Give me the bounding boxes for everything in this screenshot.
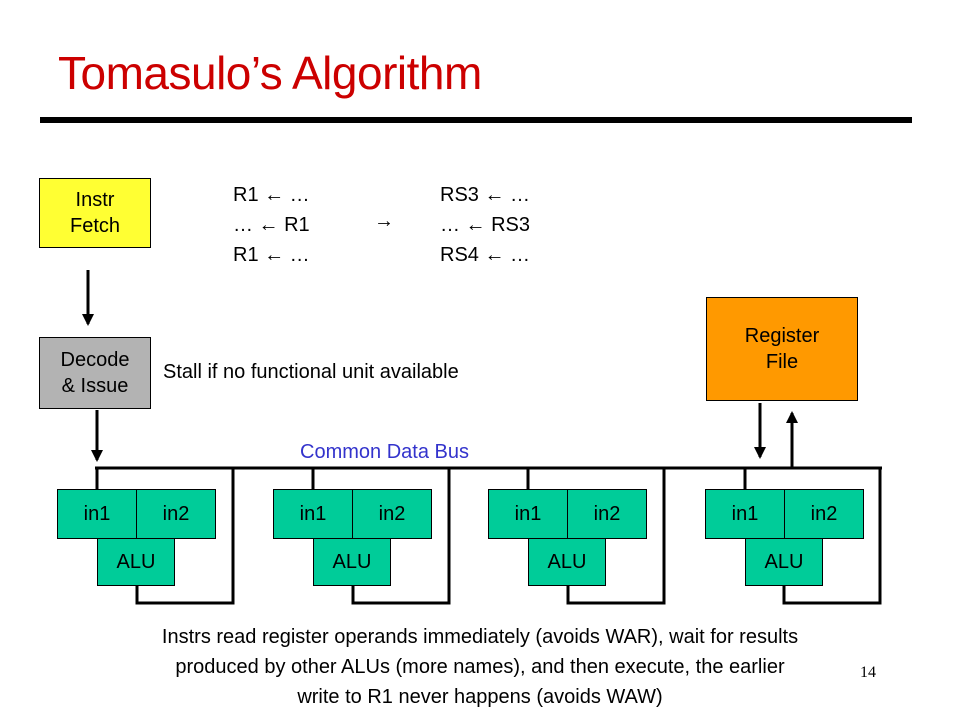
page-number: 14	[860, 664, 876, 681]
code-before-line-1: R1 ← …	[233, 184, 310, 206]
register-file-label: Register File	[744, 325, 820, 373]
code-before-line-3: R1 ← …	[233, 244, 310, 266]
unit-1-alu: ALU	[97, 538, 175, 586]
code-before-line-2: … ← R1	[233, 214, 310, 236]
title-divider	[40, 117, 912, 123]
slide-caption: Instrs read register operands immediatel…	[161, 626, 799, 708]
code-after: RS3 ← … … ← RS3 RS4 ← …	[440, 180, 530, 270]
unit-4-alu: ALU	[745, 538, 823, 586]
unit-2-in2: in2	[352, 489, 432, 539]
code-before: R1 ← … … ← R1 R1 ← …	[233, 180, 310, 270]
code-after-line-1: RS3 ← …	[440, 184, 531, 206]
unit-3-in1: in1	[488, 489, 568, 539]
unit-4-bus-path	[743, 468, 882, 605]
code-after-line-2: … ← RS3	[440, 214, 531, 236]
page-title: Tomasulo’s Algorithm	[58, 47, 482, 99]
unit-2-in1: in1	[273, 489, 353, 539]
unit-1-in1: in1	[57, 489, 137, 539]
unit-4-in1: in1	[705, 489, 785, 539]
code-after-line-3: RS4 ← …	[440, 244, 531, 266]
unit-4-in2: in2	[784, 489, 864, 539]
decode-issue-label: Decode & Issue	[60, 349, 130, 397]
unit-1-bus-path	[95, 468, 235, 605]
unit-3-bus-path	[526, 468, 666, 605]
stall-note: Stall if no functional unit available	[163, 361, 459, 383]
unit-3-in2: in2	[567, 489, 647, 539]
instr-fetch-block: Instr Fetch	[39, 178, 151, 248]
register-file-block: Register File	[706, 297, 858, 401]
unit-1-in2: in2	[136, 489, 216, 539]
transform-arrow-icon: →	[374, 210, 394, 232]
instr-fetch-label: Instr Fetch	[69, 189, 121, 237]
unit-2-alu: ALU	[313, 538, 391, 586]
unit-3-alu: ALU	[528, 538, 606, 586]
unit-2-bus-path	[311, 468, 451, 605]
decode-issue-block: Decode & Issue	[39, 337, 151, 409]
common-data-bus-label: Common Data Bus	[300, 441, 469, 463]
